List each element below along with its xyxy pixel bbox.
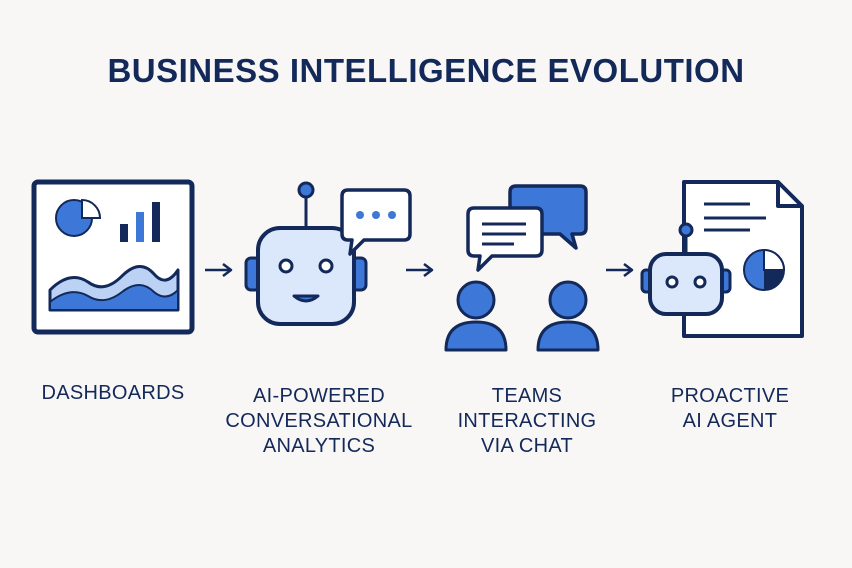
diagram-title: BUSINESS INTELLIGENCE EVOLUTION (107, 52, 745, 89)
label-line: ANALYTICS (262, 435, 376, 457)
step-label-dashboards: DASHBOARDS (10, 381, 216, 406)
label-line: PROACTIVE (670, 385, 790, 407)
team-chat-icon (444, 184, 600, 352)
label-line: DASHBOARDS (41, 382, 185, 404)
label-line: TEAMS (491, 385, 563, 407)
arrow-right-icon (606, 263, 634, 277)
step-label-proactive-agent: PROACTIVE AI AGENT (630, 384, 830, 434)
step-label-ai-powered-analytics: AI-POWERED CONVERSATIONAL ANALYTICS (214, 384, 424, 459)
label-line: CONVERSATIONAL (225, 410, 413, 432)
robot-report-icon (640, 180, 804, 338)
arrow-right-icon (205, 263, 233, 277)
label-line: AI-POWERED (253, 385, 385, 407)
label-line: AI AGENT (682, 410, 778, 432)
label-line: INTERACTING (457, 410, 597, 432)
dashboard-chart-icon (31, 179, 195, 335)
robot-chat-icon (244, 181, 412, 326)
step-label-teams-chat: TEAMS INTERACTING VIA CHAT (422, 384, 632, 459)
label-line: VIA CHAT (480, 435, 574, 457)
arrow-right-icon (406, 263, 434, 277)
